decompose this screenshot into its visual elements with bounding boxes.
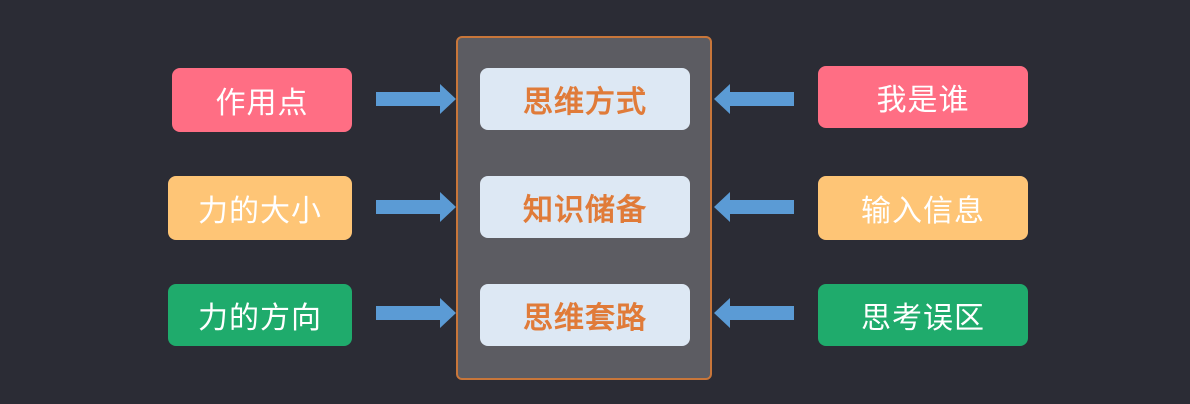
left-box-point-of-action: 作用点	[172, 68, 352, 132]
right-box-thinking-pitfalls: 思考误区	[818, 284, 1028, 346]
center-box-knowledge-reserve: 知识储备	[480, 176, 690, 238]
left-arrow-icon	[714, 298, 794, 328]
right-arrow-icon	[376, 298, 456, 328]
right-box-input-information: 输入信息	[818, 176, 1028, 240]
left-arrow-icon	[714, 192, 794, 222]
right-arrow-icon	[376, 84, 456, 114]
left-arrow-icon	[714, 84, 794, 114]
right-arrow-icon	[376, 192, 456, 222]
right-box-who-am-i: 我是谁	[818, 66, 1028, 128]
left-box-force-magnitude: 力的大小	[168, 176, 352, 240]
center-box-thinking-routine: 思维套路	[480, 284, 690, 346]
center-box-thinking-mode: 思维方式	[480, 68, 690, 130]
left-box-force-direction: 力的方向	[168, 284, 352, 346]
